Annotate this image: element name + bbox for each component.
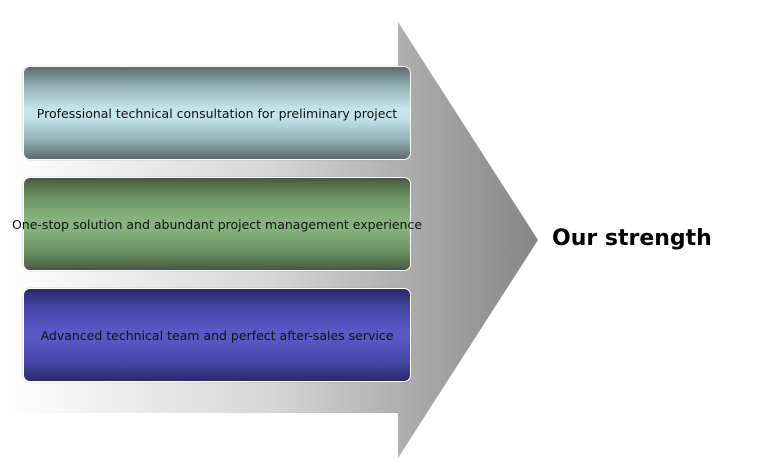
strength-box-team: Advanced technical team and perfect afte… xyxy=(23,288,411,382)
strength-box-solution: One-stop solution and abundant project m… xyxy=(12,177,422,271)
strength-label: Advanced technical team and perfect afte… xyxy=(40,327,394,343)
diagram-title: Our strength xyxy=(552,226,712,251)
strength-box-consultation: Professional technical consultation for … xyxy=(23,66,411,160)
strength-label: One-stop solution and abundant project m… xyxy=(11,216,423,232)
strength-label: Professional technical consultation for … xyxy=(36,105,398,121)
